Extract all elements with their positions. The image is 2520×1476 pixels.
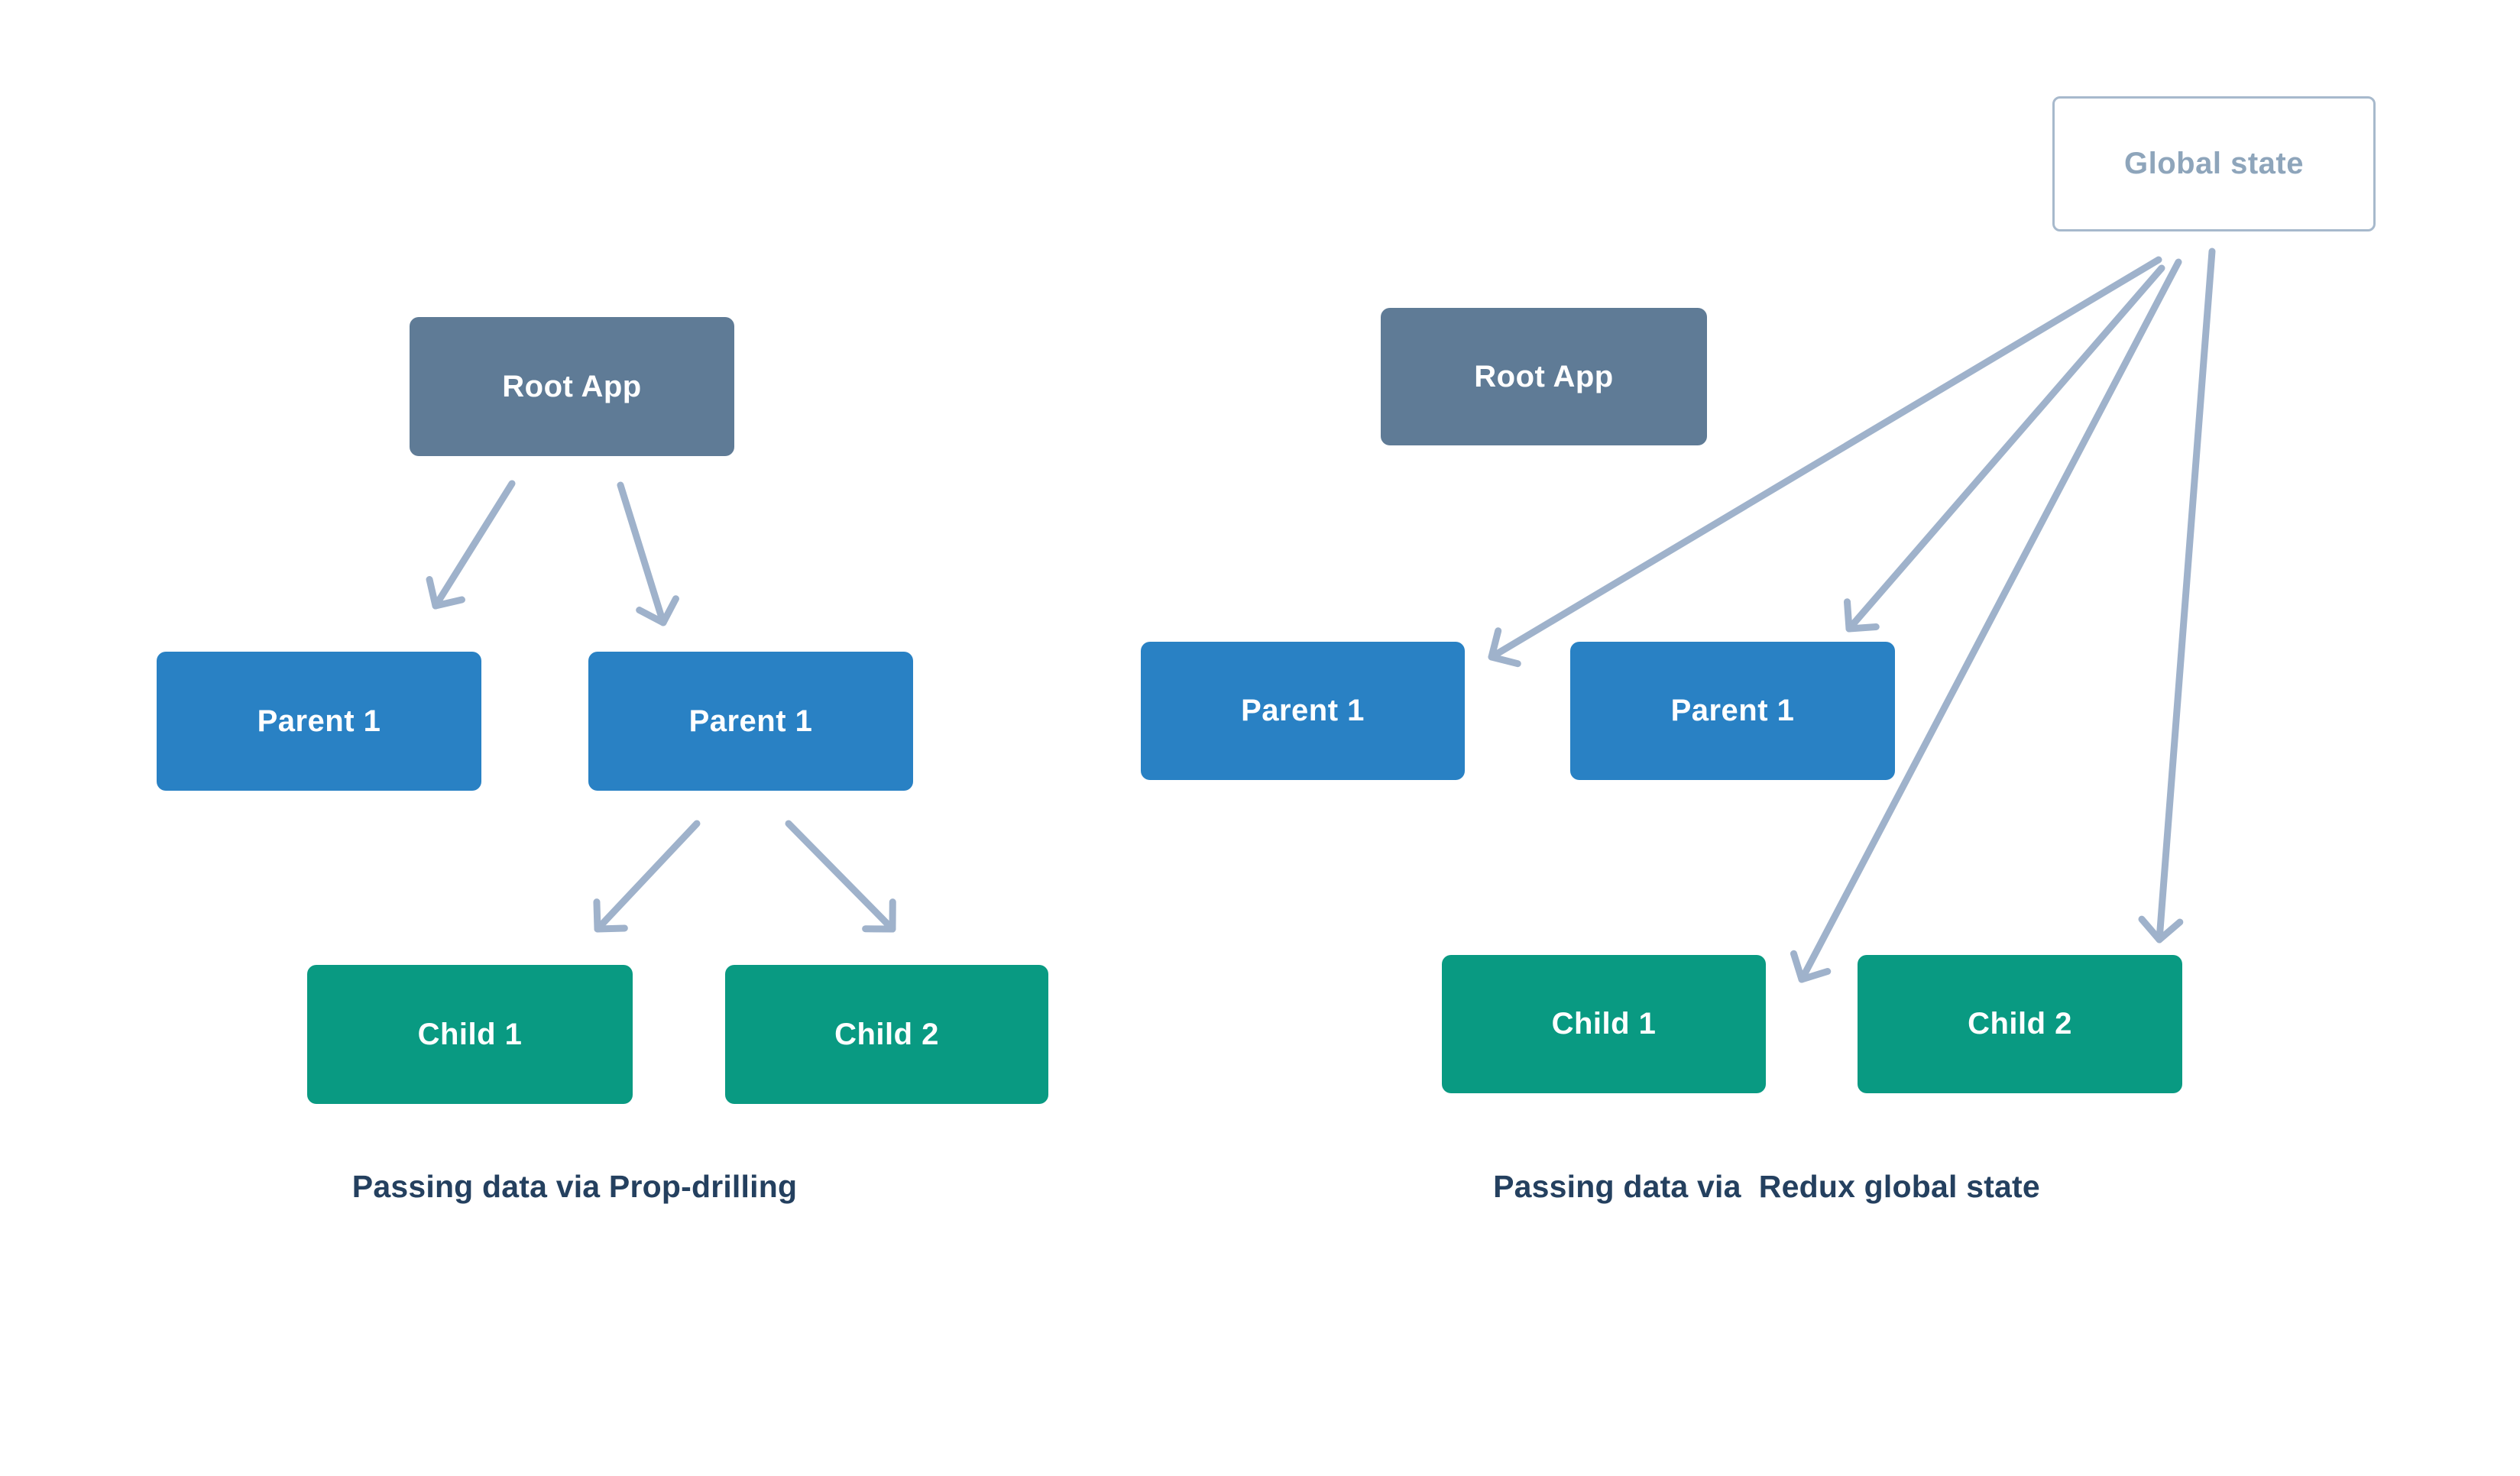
caption-prop-drilling: Passing data via Prop-drilling [351,1169,798,1204]
node-child-2-left: Child 2 [725,965,1048,1104]
arrow-globalstate-to-parent2-right [1843,264,2165,633]
node-child-2-right: Child 2 [1858,955,2182,1093]
node-parent-1-right: Parent 1 [1141,642,1465,780]
arrow-globalstate-to-child1-right [1790,258,2182,983]
arrow-rootapp-to-parent2-left [617,481,679,626]
caption-redux-global-state: Passing data via Redux global state [1493,1169,2040,1204]
node-parent-2-right: Parent 1 [1570,642,1895,780]
arrow-parent2-to-child1-left [593,820,701,933]
node-child-1-left: Child 1 [307,965,633,1104]
node-parent-2-left: Parent 1 [588,652,913,791]
node-child-1-right: Child 1 [1442,955,1766,1093]
arrow-parent2-to-child2-left [785,820,896,933]
arrow-rootapp-to-parent1-left [426,480,516,610]
node-root-app-left: Root App [410,317,734,456]
node-root-app-right: Root App [1381,308,1707,445]
node-global-state: Global state [2052,96,2376,231]
arrow-globalstate-to-child2-right [2138,248,2216,944]
node-parent-1-left: Parent 1 [157,652,481,791]
